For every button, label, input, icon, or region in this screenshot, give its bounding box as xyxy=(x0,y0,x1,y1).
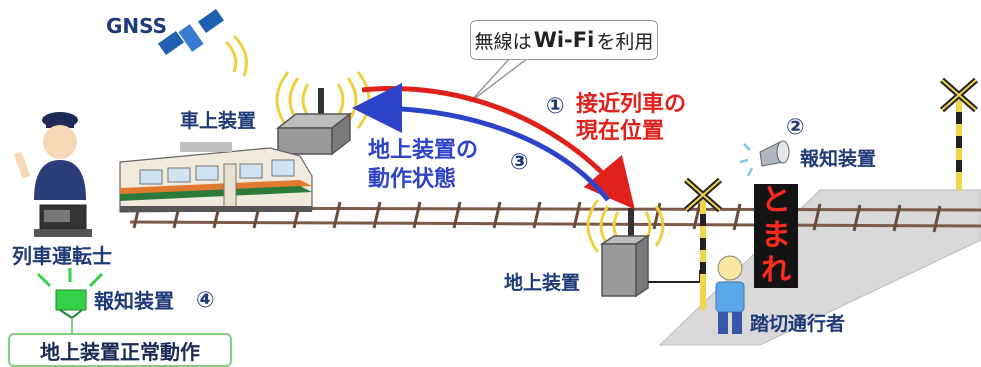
crossing-user-label: 踏切通行者 xyxy=(750,313,846,335)
train-driver-label: 列車運転士 xyxy=(12,244,112,268)
stop-sign-char-3: れ xyxy=(761,252,791,288)
crossing-signal-icon xyxy=(940,77,978,190)
stop-sign: と ま れ xyxy=(754,184,798,288)
wifi-callout-prefix: 無線は xyxy=(474,30,532,53)
callout-pointer xyxy=(469,57,529,103)
arrow-ground-status xyxy=(352,83,610,202)
step-one-marker: ① xyxy=(546,94,565,119)
satellite-icon xyxy=(157,8,248,77)
step-four-marker: ④ xyxy=(196,288,215,313)
wifi-callout-wifi: Wi-Fi xyxy=(533,28,595,52)
onboard-device-label: 車上装置 xyxy=(180,110,257,132)
stop-sign-char-2: ま xyxy=(761,217,791,253)
speaker-icon xyxy=(739,140,790,177)
step-three-line1: 地上装置の xyxy=(368,138,479,163)
ground-device-status-box: 地上装置正常動作 xyxy=(8,333,232,367)
driver-notification-device-label: 報知装置 xyxy=(94,289,174,313)
step-one-line2: 現在位置 xyxy=(576,119,665,144)
crossing-signal-icon xyxy=(684,177,722,310)
step-two-marker: ② xyxy=(786,115,805,140)
step-three-marker: ③ xyxy=(510,150,529,175)
stop-sign-char-1: と xyxy=(761,183,791,219)
step-one-line1: 接近列車の xyxy=(576,92,687,117)
gnss-label: GNSS xyxy=(106,14,168,38)
crossing-notification-device-label: 報知装置 xyxy=(800,148,877,170)
train-icon xyxy=(119,142,313,213)
wifi-callout-suffix: を利用 xyxy=(596,30,654,53)
wifi-callout: 無線は Wi-Fi を利用 xyxy=(470,20,658,60)
signal-lamp-icon xyxy=(36,268,104,333)
onboard-device-icon xyxy=(275,88,353,156)
ground-device-label: 地上装置 xyxy=(504,272,581,294)
pedestrian-icon xyxy=(715,255,745,334)
driver-icon xyxy=(13,112,92,237)
step-three-line2: 動作状態 xyxy=(368,167,457,192)
